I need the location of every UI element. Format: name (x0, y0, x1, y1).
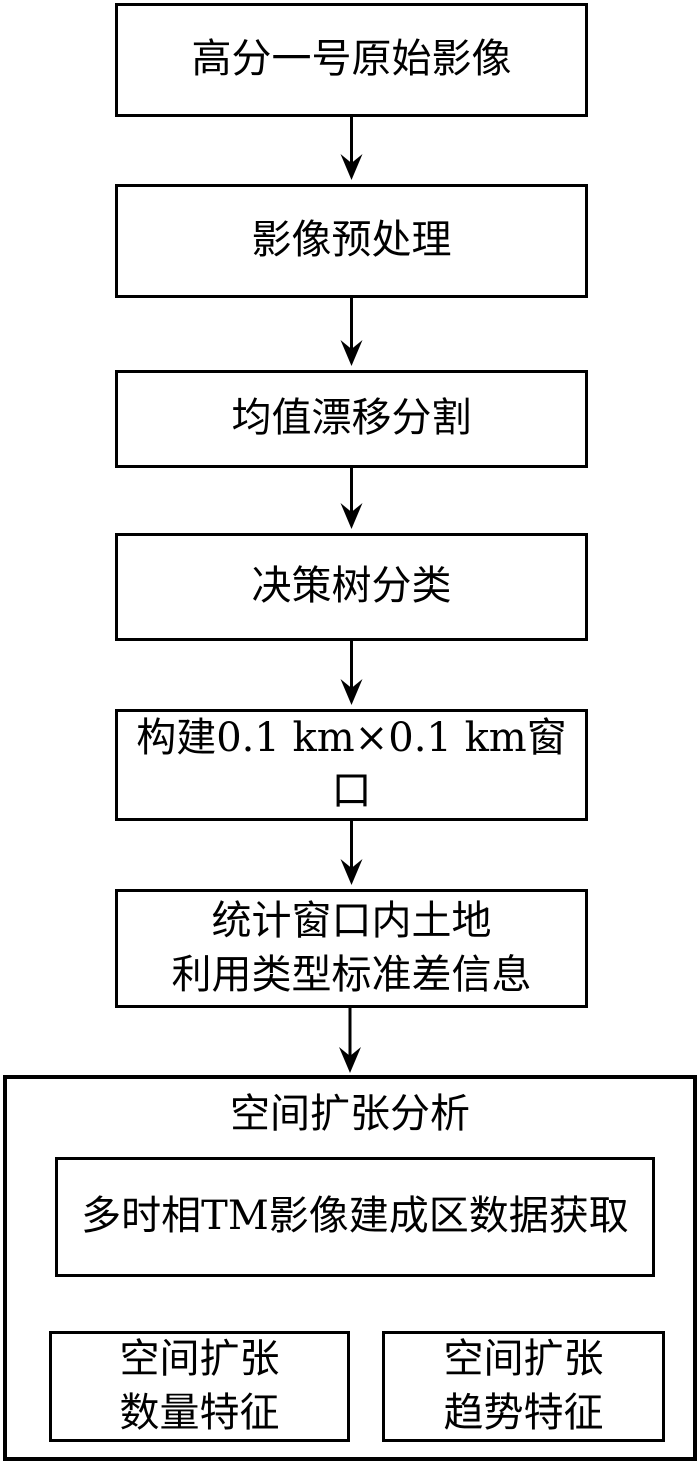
arrowhead-4 (340, 679, 363, 705)
arrowhead-2 (340, 340, 363, 366)
arrowhead-3 (340, 503, 363, 529)
flow-box-decision-tree-classification: 决策树分类 (115, 533, 588, 641)
flow-box-mean-shift-segmentation: 均值漂移分割 (115, 370, 588, 468)
arrowhead-6 (339, 1047, 361, 1073)
flow-box-expansion-trend-features: 空间扩张 趋势特征 (382, 1331, 665, 1442)
arrowhead-1 (340, 154, 363, 180)
flow-box-tm-builtup-data-acquisition: 多时相TM影像建成区数据获取 (55, 1157, 655, 1277)
arrowhead-5 (340, 859, 363, 885)
flow-box-gf1-original-image: 高分一号原始影像 (115, 3, 588, 117)
flow-box-expansion-quantity-features: 空间扩张 数量特征 (49, 1331, 350, 1442)
flow-box-landuse-stddev-statistics: 统计窗口内土地 利用类型标准差信息 (115, 889, 588, 1008)
spatial-expansion-analysis-title: 空间扩张分析 (230, 1091, 470, 1137)
flow-box-image-preprocessing: 影像预处理 (115, 184, 588, 298)
flow-box-build-window: 构建0.1 km×0.1 km窗口 (115, 709, 588, 821)
